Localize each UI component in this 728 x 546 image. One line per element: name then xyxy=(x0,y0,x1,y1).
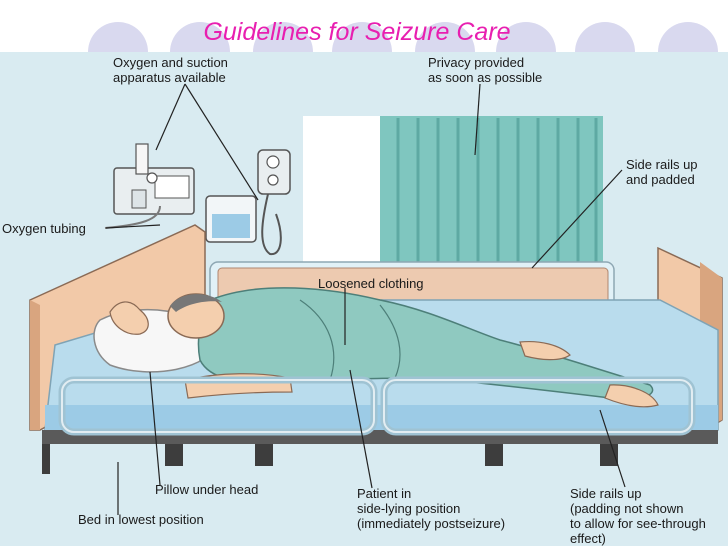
label-privacy: Privacy provided as soon as possible xyxy=(428,55,543,85)
pointer-lines xyxy=(105,83,626,515)
label-pillow: Pillow under head xyxy=(155,482,259,497)
label-oxygen-tubing: Oxygen tubing xyxy=(2,221,86,236)
slide-title: Guidelines for Seizure Care xyxy=(203,18,511,46)
label-patient-position: Patient in side-lying position (immediat… xyxy=(357,486,506,531)
label-side-rails-see-through: Side rails up (padding not shown to allo… xyxy=(570,486,706,546)
label-side-rails-padded: Side rails up and padded xyxy=(626,157,698,187)
patient xyxy=(109,287,659,408)
label-oxygen-suction: Oxygen and suction apparatus available xyxy=(113,55,228,85)
privacy-curtain xyxy=(303,116,603,274)
front-side-rails xyxy=(58,376,696,436)
label-bed-lowest: Bed in lowest position xyxy=(78,512,204,527)
label-loosened-clothing: Loosened clothing xyxy=(318,276,424,291)
suction-apparatus xyxy=(205,149,291,256)
oxygen-apparatus xyxy=(113,143,195,215)
